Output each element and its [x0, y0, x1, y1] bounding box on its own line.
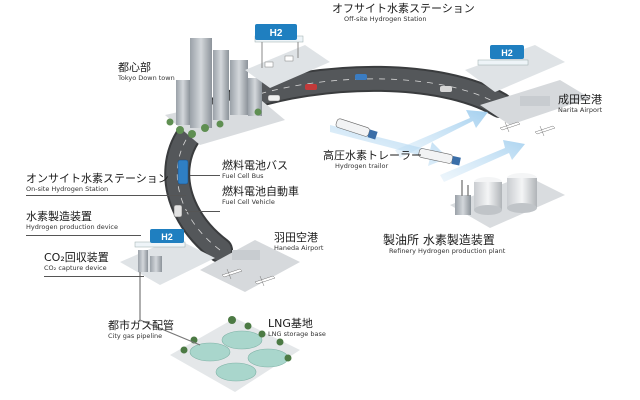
- leader-fuel-cell-bus: [190, 175, 220, 176]
- label-co2-capture: CO₂回収装置 CO₂ capture device: [44, 251, 109, 273]
- label-production-device: 水素製造装置 Hydrogen production device: [26, 210, 118, 232]
- label-lng-base: LNG基地 LNG storage base: [268, 317, 326, 339]
- label-offsite-station: オフサイト水素ステーション Off-site Hydrogen Station: [332, 2, 475, 24]
- offsite-h2-sign-text: H2: [270, 28, 283, 39]
- narita-h2-sign-text: H2: [501, 48, 513, 58]
- narita-h2-sign: [490, 45, 524, 59]
- label-fuel-cell-vehicle: 燃料電池自動車 Fuel Cell Vehicle: [222, 185, 299, 207]
- onsite-h2-sign: [150, 229, 184, 243]
- refinery-plant: [450, 173, 565, 228]
- label-hydrogen-trailer-en: Hydrogen trailor: [335, 162, 389, 171]
- leader-production-device: [26, 235, 141, 236]
- downtown-buildings: [165, 38, 285, 145]
- label-narita-airport: 成田空港 Narita Airport: [558, 93, 603, 115]
- label-onsite-station-en: On-site Hydrogen Station: [26, 185, 109, 194]
- label-fuel-cell-bus-jp: 燃料電池バス: [222, 159, 288, 172]
- label-offsite-station-en: Off-site Hydrogen Station: [344, 15, 427, 24]
- arrow-from-refinery: [440, 140, 525, 182]
- label-fuel-cell-vehicle-jp: 燃料電池自動車: [222, 185, 299, 198]
- label-co2-capture-jp: CO₂回収装置: [44, 251, 109, 264]
- fuel-cell-vehicle: [173, 204, 183, 218]
- label-narita-airport-en: Narita Airport: [558, 106, 603, 115]
- lng-base: [139, 316, 300, 392]
- label-city-gas-jp: 都市ガス配管: [108, 319, 174, 332]
- arrow-to-narita: [395, 110, 488, 158]
- label-tokyo-downtown: 都心部 Tokyo Down town: [118, 61, 175, 83]
- label-onsite-station: オンサイト水素ステーション On-site Hydrogen Station: [26, 172, 169, 194]
- label-haneda-airport-en: Haneda Airport: [274, 244, 324, 253]
- haneda-area: [200, 240, 300, 292]
- label-onsite-station-jp: オンサイト水素ステーション: [26, 172, 169, 185]
- onsite-station: H2: [120, 229, 215, 320]
- label-refinery-plant-jp: 製油所 水素製造装置: [383, 233, 495, 247]
- arrow-to-trailer: [330, 125, 448, 166]
- label-haneda-airport-jp: 羽田空港: [274, 231, 318, 244]
- label-hydrogen-trailer: 高圧水素トレーラー Hydrogen trailor: [323, 149, 422, 171]
- label-production-device-jp: 水素製造装置: [26, 210, 92, 223]
- label-narita-airport-jp: 成田空港: [558, 93, 602, 106]
- label-lng-base-en: LNG storage base: [268, 330, 326, 339]
- label-hydrogen-trailer-jp: 高圧水素トレーラー: [323, 149, 422, 162]
- leader-fuel-cell-vehicle: [184, 211, 220, 212]
- narita-area: H2: [465, 45, 590, 137]
- ring-vehicles: [173, 74, 452, 218]
- flow-arrows: [330, 110, 525, 182]
- label-city-gas: 都市ガス配管 City gas pipeline: [108, 319, 174, 341]
- fuel-cell-bus: [177, 159, 189, 185]
- label-lng-base-jp: LNG基地: [268, 317, 313, 330]
- label-refinery-plant: 製油所 水素製造装置 Refinery Hydrogen production …: [383, 233, 506, 256]
- lng-tank-4: [247, 348, 289, 368]
- lng-tank-2: [221, 330, 263, 350]
- onsite-h2-sign-text: H2: [161, 232, 173, 242]
- label-tokyo-downtown-jp: 都心部: [118, 61, 151, 74]
- label-production-device-en: Hydrogen production device: [26, 223, 118, 232]
- label-fuel-cell-bus: 燃料電池バス Fuel Cell Bus: [222, 159, 288, 181]
- label-offsite-station-jp: オフサイト水素ステーション: [332, 2, 475, 15]
- offsite-h2-sign: [255, 24, 297, 40]
- offsite-station: H2: [245, 24, 330, 88]
- label-refinery-plant-en: Refinery Hydrogen production plant: [389, 247, 506, 256]
- leader-co2-capture: [44, 276, 144, 277]
- label-city-gas-en: City gas pipeline: [108, 332, 163, 341]
- leader-onsite-station: [26, 195, 186, 196]
- lng-tank-1: [189, 342, 231, 362]
- label-haneda-airport: 羽田空港 Haneda Airport: [274, 231, 324, 253]
- hydrogen-trailers: [335, 118, 461, 166]
- label-tokyo-downtown-en: Tokyo Down town: [118, 74, 175, 83]
- label-fuel-cell-bus-en: Fuel Cell Bus: [222, 172, 264, 181]
- label-co2-capture-en: CO₂ capture device: [44, 264, 107, 273]
- label-fuel-cell-vehicle-en: Fuel Cell Vehicle: [222, 198, 275, 207]
- lng-tank-3: [215, 362, 257, 382]
